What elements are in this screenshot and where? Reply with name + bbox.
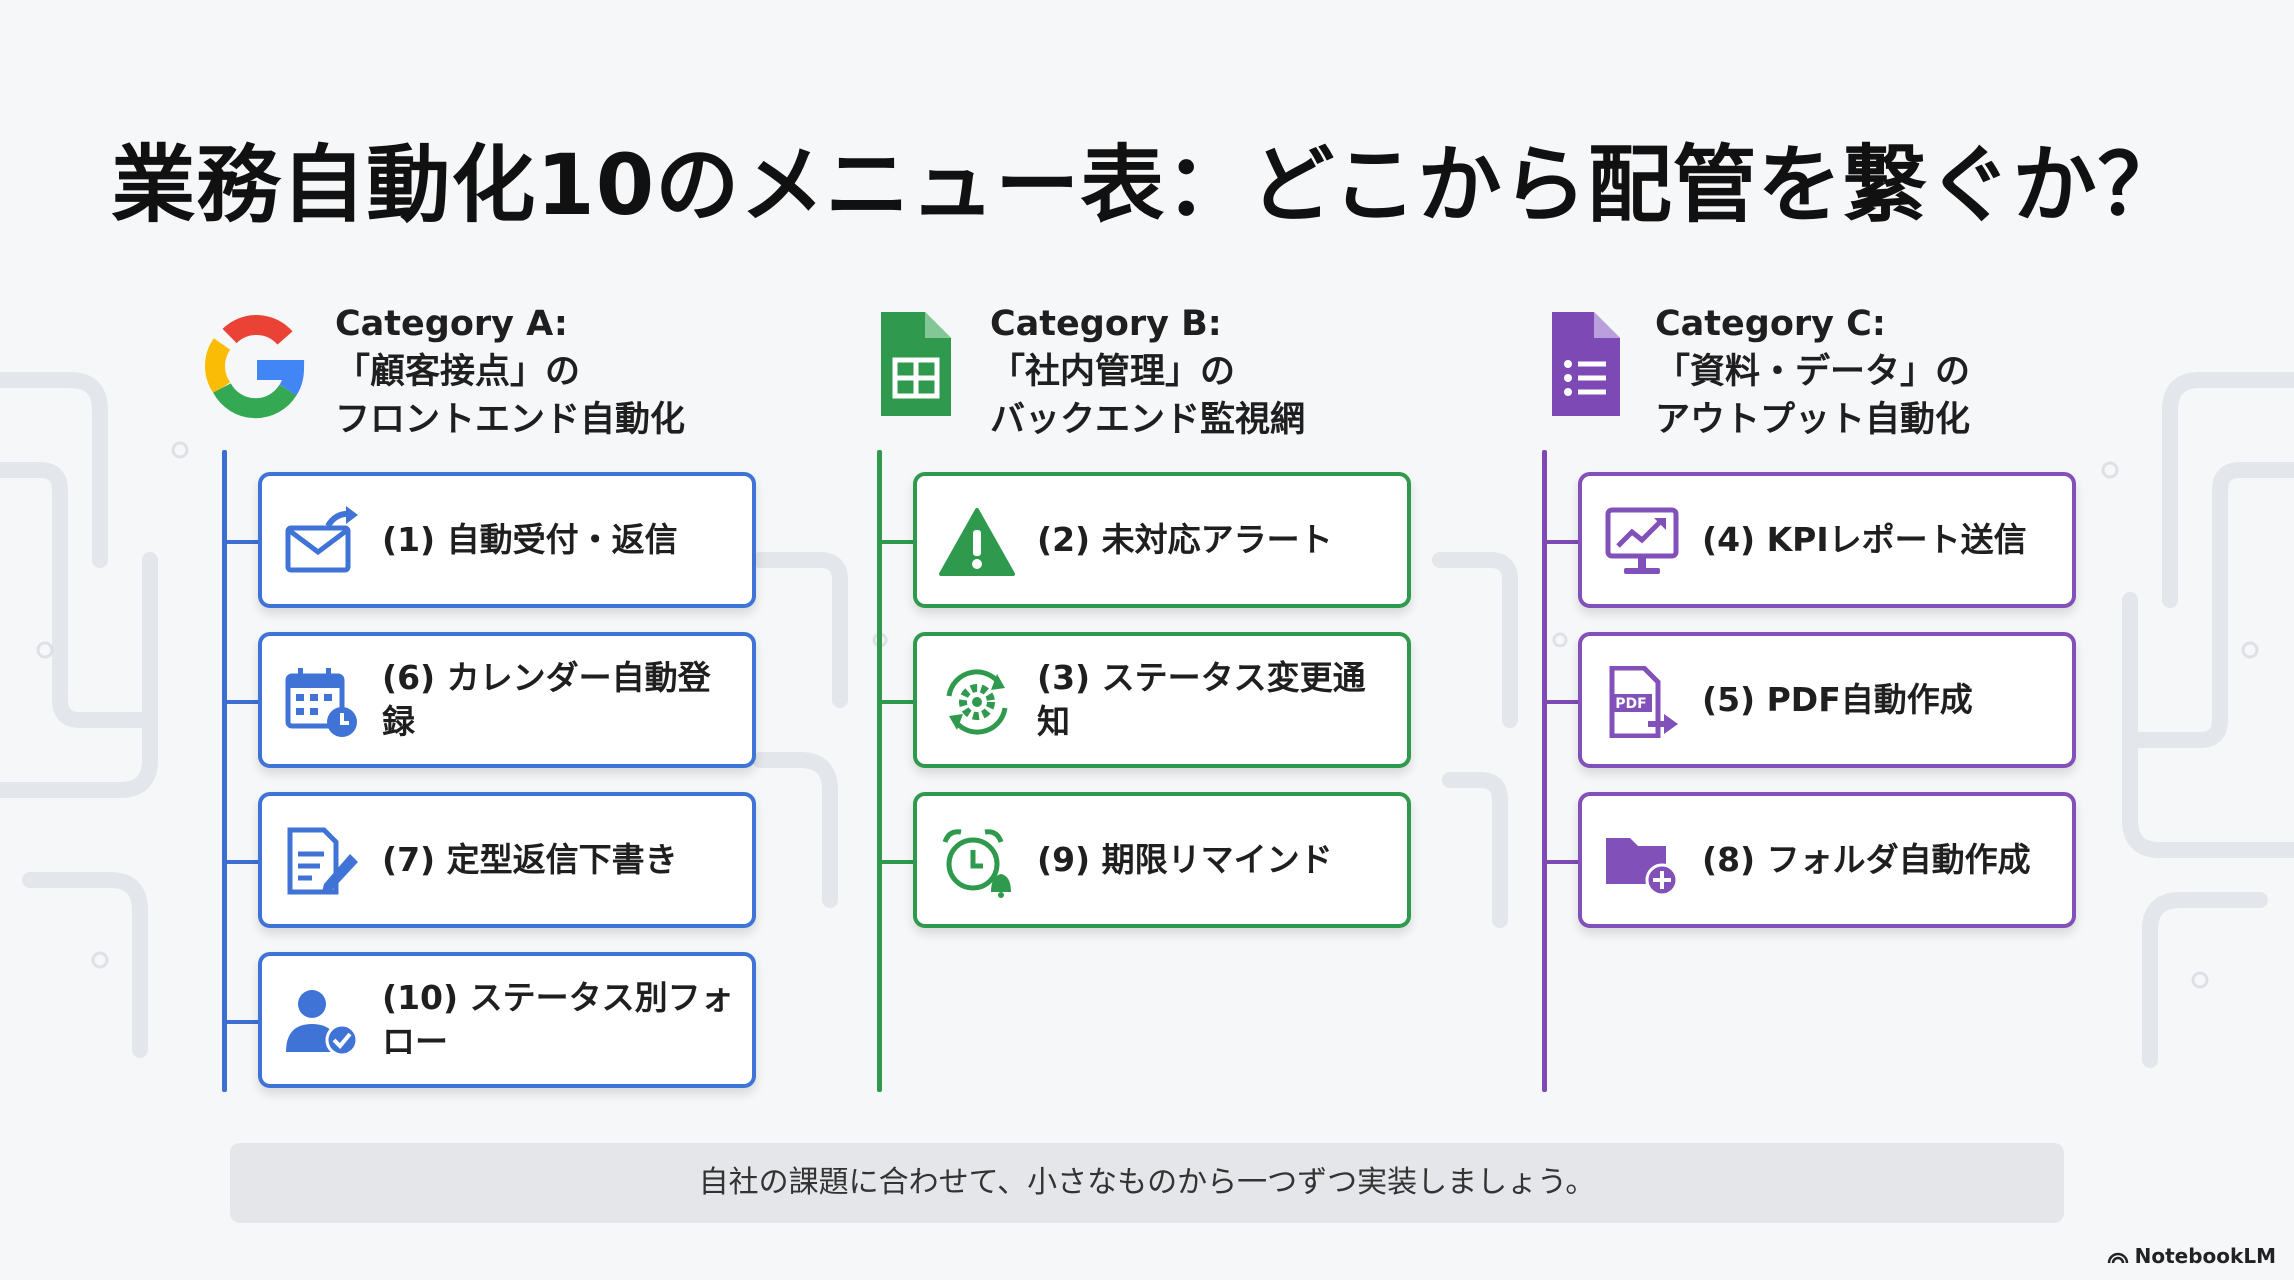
menu-item-1[interactable]: (1) 自動受付・返信 [258, 472, 756, 608]
menu-item-label: (6) カレンダー自動登録 [382, 658, 711, 741]
menu-item-4[interactable]: (4) KPIレポート送信 [1578, 472, 2076, 608]
category-a-rail [222, 450, 227, 1092]
brand-logo: NotebookLM [2107, 1244, 2276, 1268]
menu-item-label: (9) 期限リマインド [1037, 840, 1333, 879]
mail-reply-icon [285, 506, 358, 573]
category-c-column: Category C: 「資料・データ」の アウトプット自動化 (4) KPIレ… [1520, 300, 2080, 1100]
connector [227, 700, 258, 704]
menu-item-3[interactable]: (3) ステータス変更通知 [913, 632, 1411, 768]
menu-item-7[interactable]: (7) 定型返信下書き [258, 792, 756, 928]
menu-item-label: (3) ステータス変更通知 [1037, 658, 1366, 741]
menu-item-6[interactable]: (6) カレンダー自動登録 [258, 632, 756, 768]
menu-item-label: (7) 定型返信下書き [382, 840, 678, 879]
document-pen-icon [287, 827, 358, 895]
google-g-icon [205, 315, 307, 419]
category-b-line2: バックエンド監視網 [990, 400, 1306, 440]
brand-name: NotebookLM [2134, 1244, 2276, 1268]
category-b-rail [877, 450, 882, 1092]
page-title: 業務自動化10のメニュー表：どこから配管を繋ぐか？ [111, 136, 2183, 234]
connector [1547, 860, 1578, 864]
connector [1547, 700, 1578, 704]
menu-item-label: (1) 自動受付・返信 [382, 520, 678, 559]
connector [1547, 540, 1578, 544]
category-c-rail [1542, 450, 1547, 1092]
menu-item-8[interactable]: (8) フォルダ自動作成 [1578, 792, 2076, 928]
category-b-header: Category B: 「社内管理」の バックエンド監視網 [855, 300, 1415, 440]
menu-item-9[interactable]: (9) 期限リマインド [913, 792, 1411, 928]
category-b-column: Category B: 「社内管理」の バックエンド監視網 (2) 未対応アラー… [855, 300, 1415, 1100]
notebooklm-logo-icon [2107, 1252, 2128, 1264]
connector [882, 860, 913, 864]
menu-item-label: (8) フォルダ自動作成 [1702, 840, 2031, 879]
category-b-line1: 「社内管理」の [990, 352, 1236, 392]
connector [227, 540, 258, 544]
category-a-line2: フロントエンド自動化 [335, 400, 686, 440]
menu-item-label: (5) PDF自動作成 [1702, 680, 1973, 719]
menu-item-2[interactable]: (2) 未対応アラート [913, 472, 1411, 608]
connector [882, 540, 913, 544]
pdf-file-icon: PDF [1609, 666, 1678, 738]
footer-note: 自社の課題に合わせて、小さなものから一つずつ実装しましょう。 [230, 1143, 2064, 1223]
category-b-heading: Category B: [990, 304, 1222, 344]
connector [227, 1020, 258, 1024]
alarm-clock-icon [942, 829, 1011, 898]
menu-item-10[interactable]: (10) ステータス別フォロー [258, 952, 756, 1088]
menu-item-label: (10) ステータス別フォロー [382, 978, 734, 1061]
menu-item-5[interactable]: PDF (5) PDF自動作成 [1578, 632, 2076, 768]
user-check-icon [286, 990, 359, 1057]
connector [227, 860, 258, 864]
chart-monitor-icon [1605, 507, 1679, 574]
menu-item-label: (4) KPIレポート送信 [1702, 520, 2027, 559]
sheets-icon [881, 312, 951, 416]
category-a-column: Category A: 「顧客接点」の フロントエンド自動化 (1) 自動受付・… [200, 300, 760, 1100]
category-a-heading: Category A: [335, 304, 568, 344]
category-a-line1: 「顧客接点」の [335, 352, 581, 392]
category-a-header: Category A: 「顧客接点」の フロントエンド自動化 [200, 300, 760, 440]
folder-add-icon [1606, 838, 1679, 897]
forms-icon [1552, 312, 1620, 416]
menu-item-label: (2) 未対応アラート [1037, 520, 1333, 559]
calendar-clock-icon [285, 668, 357, 737]
category-c-line1: 「資料・データ」の [1655, 352, 1971, 392]
warning-icon [939, 508, 1015, 576]
category-c-heading: Category C: [1655, 304, 1886, 344]
category-c-line2: アウトプット自動化 [1655, 400, 1971, 440]
category-c-header: Category C: 「資料・データ」の アウトプット自動化 [1520, 300, 2080, 440]
connector [882, 700, 913, 704]
gear-refresh-icon [946, 669, 1008, 735]
pdf-icon-text: PDF [1615, 696, 1646, 712]
